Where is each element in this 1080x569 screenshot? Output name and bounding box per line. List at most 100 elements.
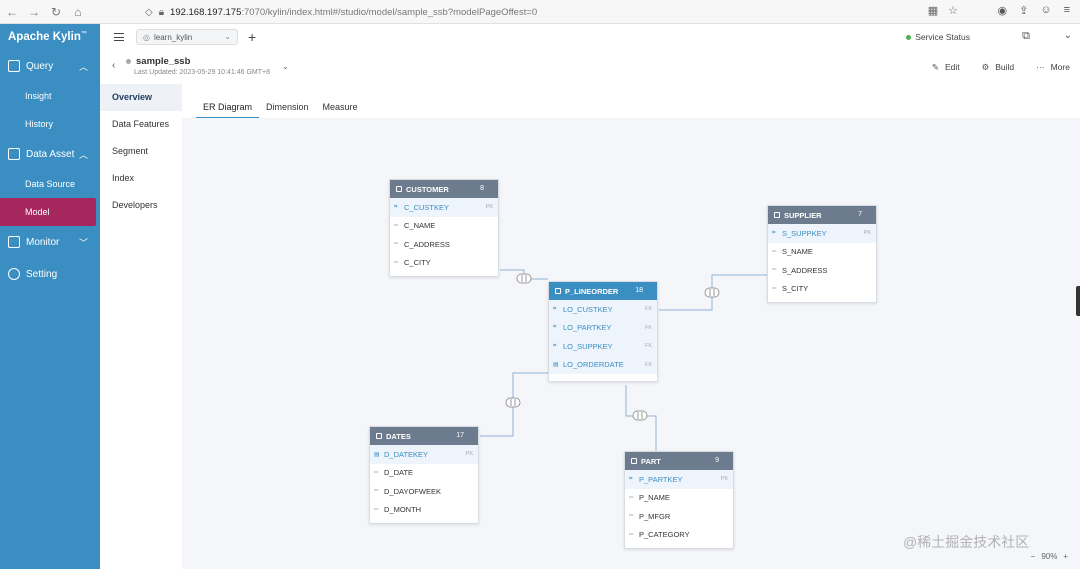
subnav-developers[interactable]: Developers: [112, 200, 158, 210]
tab-dimension[interactable]: Dimension: [266, 102, 309, 112]
model-name: sample_ssb: [126, 56, 190, 67]
pencil-icon: ✎: [931, 62, 939, 72]
column-row[interactable]: ═S_NAME: [772, 247, 813, 257]
project-icon: ◎: [143, 32, 150, 42]
text-type-icon: ═: [394, 241, 399, 248]
bookmark-star-icon[interactable]: ☆: [948, 5, 958, 17]
reload-icon[interactable]: ↻: [50, 4, 62, 19]
tab-er-diagram[interactable]: ER Diagram: [196, 100, 260, 119]
zoom-in-icon[interactable]: +: [1063, 552, 1068, 561]
chevron-down-icon[interactable]: ⌄: [1063, 30, 1072, 41]
menu-icon[interactable]: ≡: [1063, 4, 1070, 16]
share-icon[interactable]: ⇪: [1019, 5, 1029, 17]
text-type-icon: ═: [772, 248, 777, 255]
join-links: [480, 269, 767, 451]
add-project-icon[interactable]: +: [248, 29, 257, 45]
text-type-icon: ═: [772, 285, 777, 292]
model-status-dot: [126, 59, 131, 64]
table-icon: [396, 186, 402, 192]
sidebar-item-data-source[interactable]: Data Source: [25, 179, 76, 189]
column-row[interactable]: ═P_NAME: [629, 493, 670, 503]
logo[interactable]: Apache Kylin™: [8, 31, 87, 43]
hamburger-icon[interactable]: [114, 33, 124, 41]
join-badge-supplier: [704, 287, 720, 298]
project-select[interactable]: ◎ learn_kylin ⌄: [136, 29, 238, 45]
column-row[interactable]: ═D_MONTH: [374, 505, 422, 515]
zoom-out-icon[interactable]: −: [1030, 552, 1036, 561]
column-row[interactable]: ═P_CATEGORY: [629, 530, 690, 540]
tab-bar: ER Diagram Dimension Measure: [196, 100, 365, 119]
column-row[interactable]: ═P_MFGR: [629, 511, 671, 521]
forward-arrow-icon[interactable]: →: [28, 4, 40, 19]
sidebar-group-data-asset[interactable]: Data Asset ︿: [0, 138, 100, 170]
sidebar-item-history[interactable]: History: [25, 119, 54, 129]
chevron-down-icon[interactable]: ⌄: [282, 62, 289, 71]
extension-icon[interactable]: ◉: [997, 5, 1008, 17]
key-icon: ⌗: [553, 342, 557, 349]
back-chevron-icon[interactable]: ‹: [112, 60, 116, 71]
status-dot: [906, 34, 912, 40]
sidebar-group-setting[interactable]: Setting: [0, 258, 100, 290]
key-icon: ⌗: [553, 324, 557, 331]
sidebar-item-insight[interactable]: Insight: [25, 91, 52, 101]
table-icon: [376, 433, 382, 439]
address-bar[interactable]: ◇ 🔒︎ 192.168.197.175:7070/kylin/index.ht…: [145, 3, 960, 21]
key-icon: ⌗: [394, 203, 398, 210]
home-icon[interactable]: ⌂: [74, 4, 82, 19]
sidebar-group-query[interactable]: Query ︿: [0, 50, 100, 82]
column-row[interactable]: ═D_DATE: [374, 468, 414, 478]
more-icon: ···: [1036, 62, 1045, 72]
text-type-icon: ═: [374, 506, 379, 513]
chevron-up-icon: ︿: [78, 150, 88, 160]
key-icon: ⌗: [553, 305, 557, 312]
service-status[interactable]: Service Status: [906, 32, 970, 42]
build-button[interactable]: ⚙Build: [981, 62, 1015, 72]
profile-icon[interactable]: ☺: [1040, 4, 1052, 16]
column-row[interactable]: ═C_CITY: [394, 258, 431, 268]
sidebar-group-monitor[interactable]: Monitor ﹀: [0, 226, 100, 258]
subnav-data-features[interactable]: Data Features: [112, 119, 170, 129]
tab-measure[interactable]: Measure: [322, 102, 358, 112]
sidebar-item-model[interactable]: Model: [0, 198, 96, 226]
text-type-icon: ═: [629, 494, 634, 501]
column-row[interactable]: ═C_ADDRESS: [394, 239, 450, 249]
zoom-level: 90%: [1041, 552, 1058, 561]
date-type-icon: ▤: [374, 451, 380, 458]
column-row[interactable]: ═S_CITY: [772, 284, 809, 294]
join-badge-part: [632, 410, 648, 421]
more-button[interactable]: ···More: [1036, 62, 1070, 72]
join-badge-dates: [505, 397, 521, 408]
back-arrow-icon[interactable]: ←: [6, 4, 18, 19]
column-row[interactable]: ═D_DAYOFWEEK: [374, 486, 441, 496]
monitor-icon: [8, 236, 20, 248]
edit-button[interactable]: ✎Edit: [931, 62, 960, 72]
subnav-segment[interactable]: Segment: [112, 146, 149, 156]
text-type-icon: ═: [394, 259, 399, 266]
app-header: ◎ learn_kylin ⌄ + Service Status ⧉ ⌄: [100, 24, 1080, 50]
column-row[interactable]: ═C_NAME: [394, 221, 436, 231]
subnav-overview[interactable]: Overview: [100, 84, 182, 111]
column-row[interactable]: ═S_ADDRESS: [772, 265, 828, 275]
browser-toolbar: ← → ↻ ⌂ ◇ 🔒︎ 192.168.197.175:7070/kylin/…: [0, 0, 1080, 24]
text-type-icon: ═: [394, 222, 399, 229]
url-host: 192.168.197.175: [170, 6, 242, 18]
content-area: ER Diagram Dimension Measure: [182, 84, 1080, 569]
qr-icon[interactable]: ▦: [927, 5, 939, 17]
subnav-index[interactable]: Index: [112, 173, 135, 183]
message-icon[interactable]: ⧉: [1022, 30, 1030, 42]
scroll-handle[interactable]: [1076, 286, 1080, 316]
